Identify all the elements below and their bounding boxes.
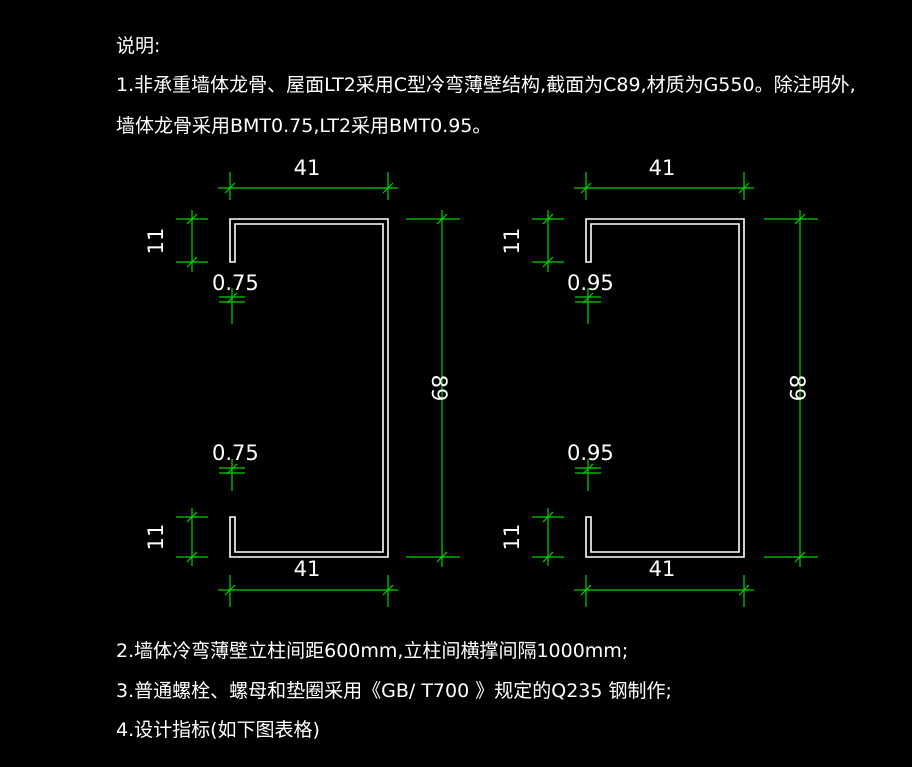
- width-label-bottom: 41: [649, 557, 676, 581]
- c-profile-outline: [585, 218, 745, 558]
- dimension-width-top: 41: [218, 156, 398, 200]
- thickness-label-top: 0.75: [212, 271, 259, 295]
- lip-label-top: 11: [500, 228, 524, 255]
- c-profile-outline: [229, 218, 389, 558]
- thickness-label-bottom: 0.75: [212, 441, 259, 465]
- notes-heading: 说明:: [116, 35, 160, 57]
- thickness-marker-bottom: 0.75: [212, 441, 259, 491]
- notes-line-1: 1.非承重墙体龙骨、屋面LT2采用C型冷弯薄壁结构,截面为C89,材质为G550…: [116, 74, 856, 96]
- notes-line-2: 墙体龙骨采用BMT0.75,LT2采用BMT0.95。: [116, 115, 491, 137]
- lip-label-top: 11: [144, 228, 168, 255]
- width-label-bottom: 41: [294, 557, 321, 581]
- width-label-top: 41: [294, 156, 321, 180]
- lip-label-bottom: 11: [144, 524, 168, 551]
- thickness-marker-top: 0.95: [567, 271, 614, 324]
- lip-label-bottom: 11: [500, 524, 524, 551]
- thickness-marker-top: 0.75: [212, 271, 259, 324]
- c-section-075: 41 41 89 11: [144, 156, 460, 607]
- dimension-width-bottom: 41: [574, 557, 754, 607]
- thickness-label-top: 0.95: [567, 271, 614, 295]
- dimension-width-bottom: 41: [218, 557, 398, 607]
- dimension-lip-top: 11: [500, 210, 564, 272]
- width-label-top: 41: [649, 156, 676, 180]
- depth-label: 89: [785, 375, 809, 402]
- notes-line-5: 4.设计指标(如下图表格): [116, 719, 320, 741]
- dimension-depth: 89: [764, 210, 818, 567]
- dimension-lip-bottom: 11: [144, 508, 208, 566]
- dimension-width-top: 41: [574, 156, 754, 200]
- c-section-095: 41 41 89 11: [500, 156, 818, 607]
- thickness-marker-bottom: 0.95: [567, 441, 614, 491]
- thickness-label-bottom: 0.95: [567, 441, 614, 465]
- dimension-lip-top: 11: [144, 210, 208, 272]
- notes-line-3: 2.墙体冷弯薄壁立柱间距600mm,立柱间横撑间隔1000mm;: [116, 640, 628, 662]
- dimension-depth: 89: [406, 210, 460, 567]
- notes-line-4: 3.普通螺栓、螺母和垫圈采用《GB/ T700 》规定的Q235 钢制作;: [116, 680, 672, 702]
- depth-label: 89: [427, 375, 451, 402]
- dimension-lip-bottom: 11: [500, 508, 564, 566]
